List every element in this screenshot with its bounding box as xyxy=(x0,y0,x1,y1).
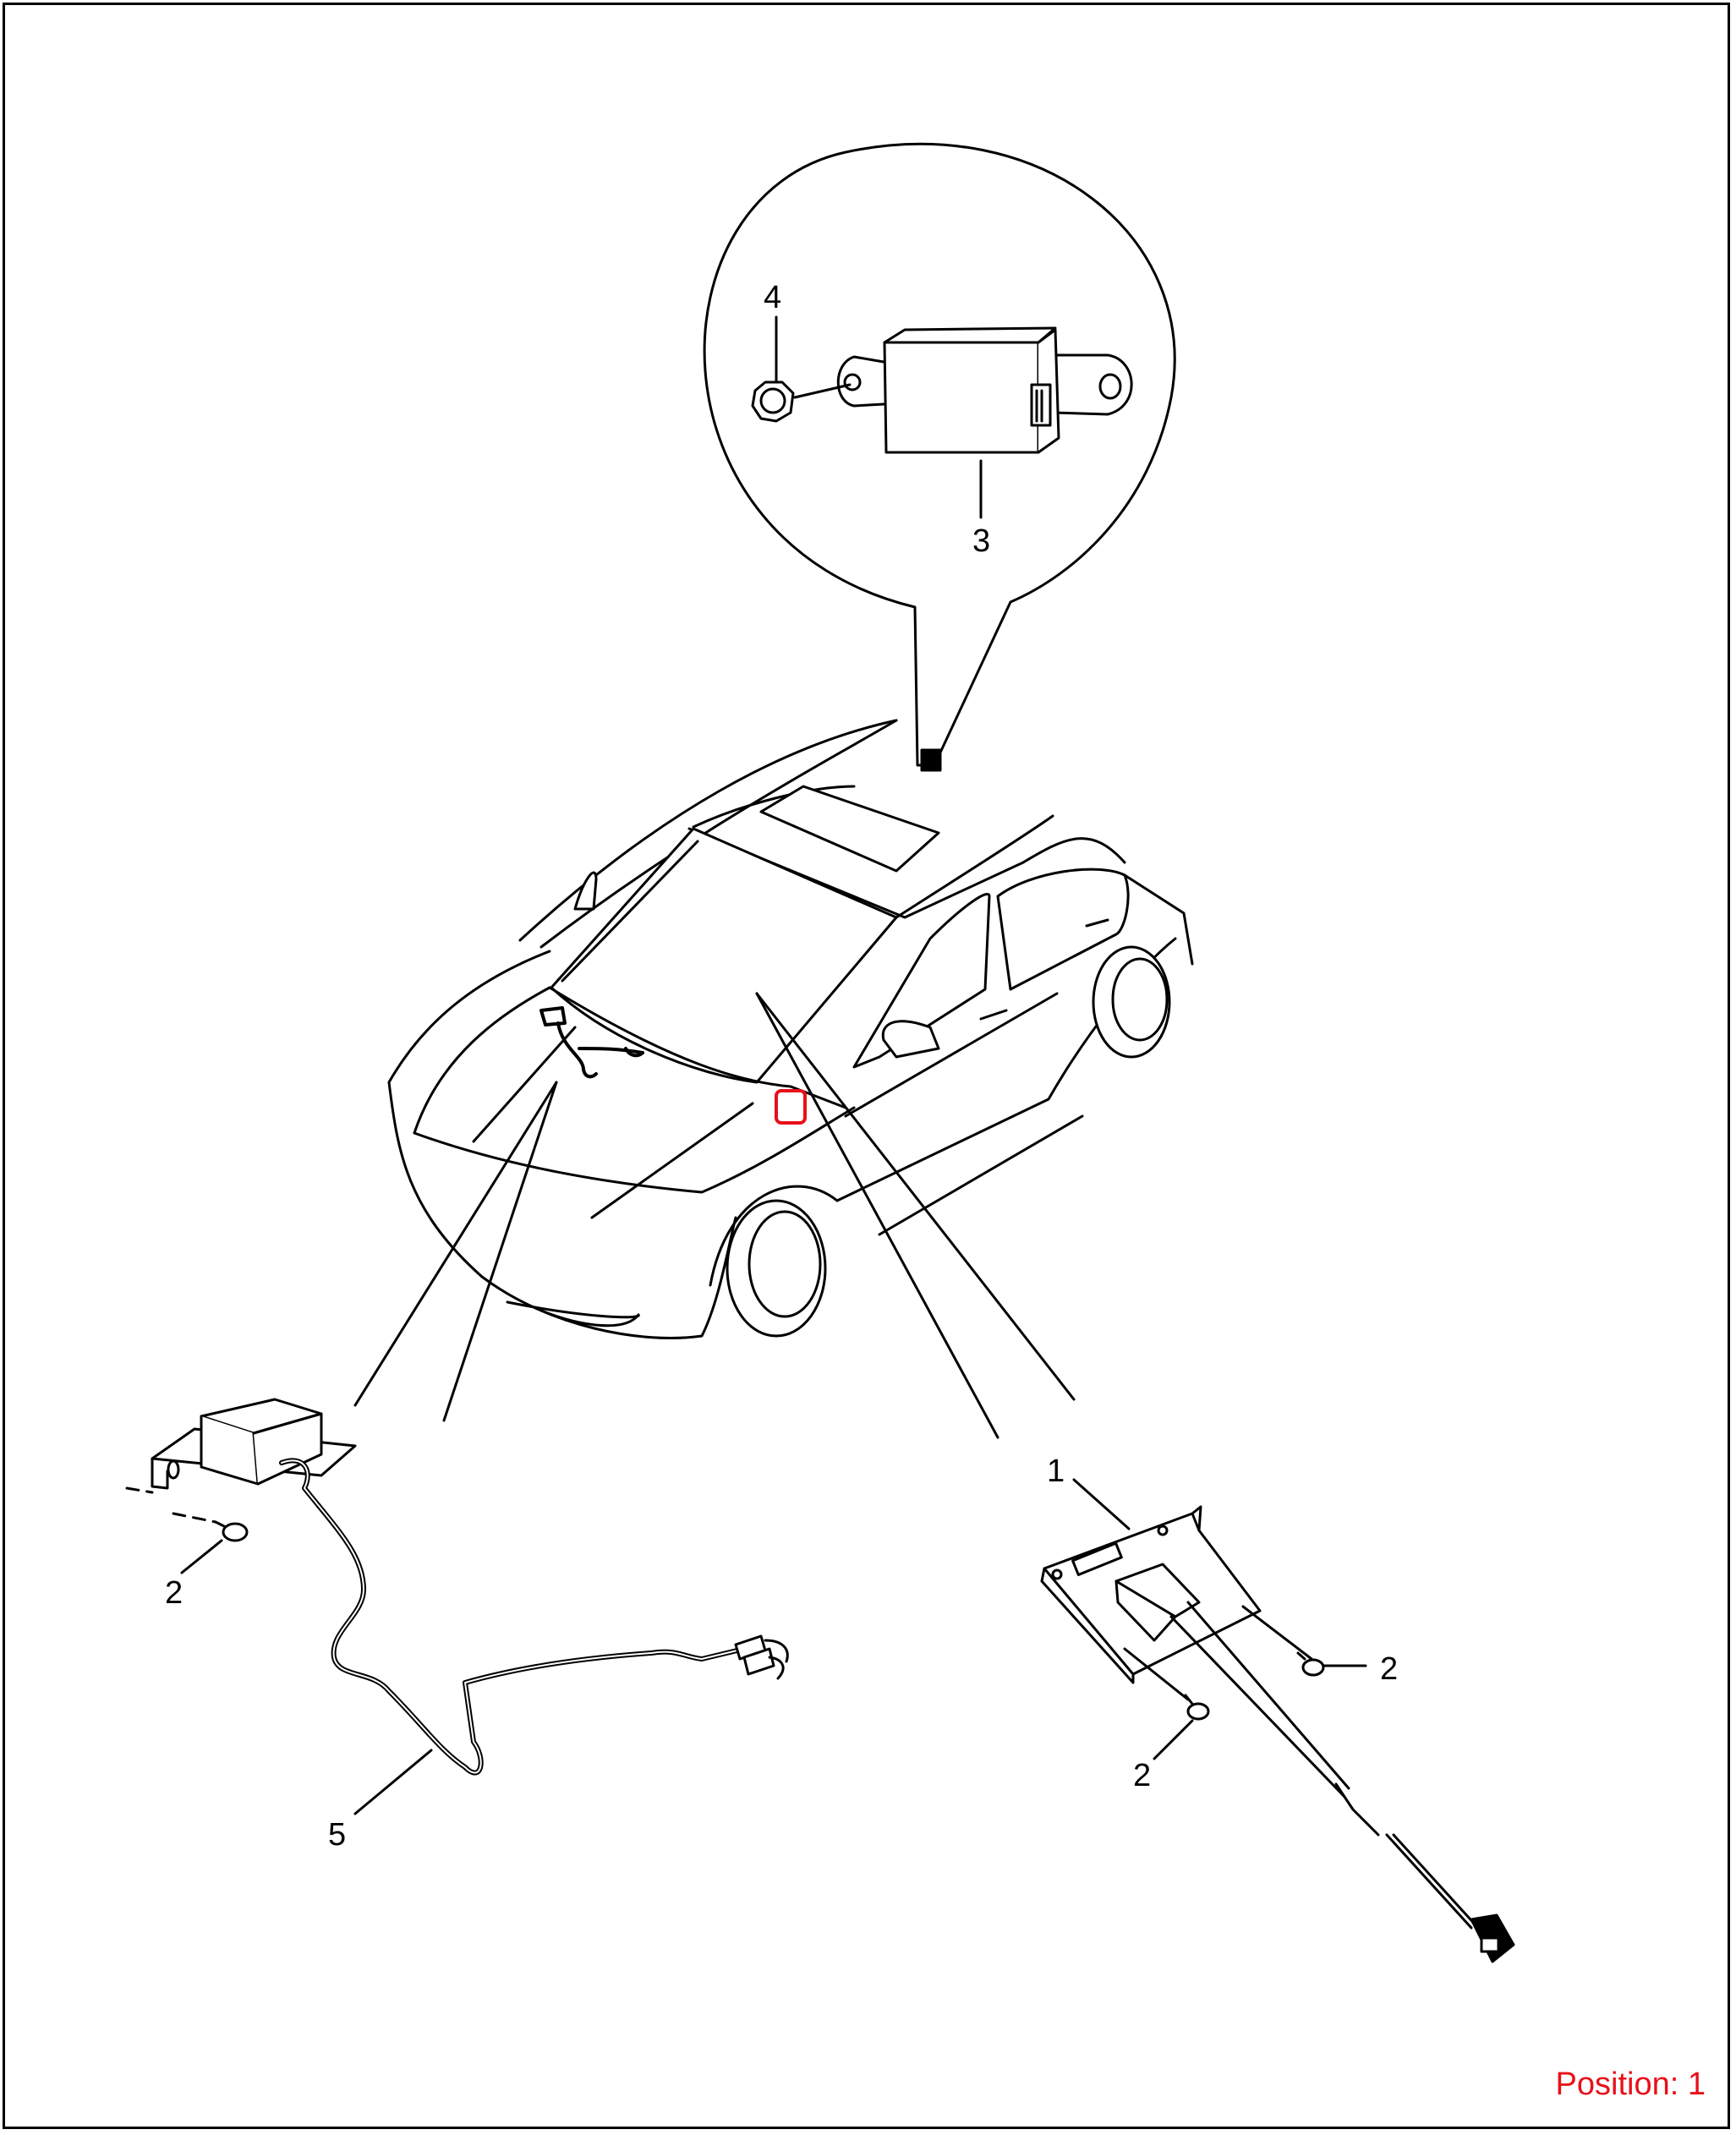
callout-5: 5 xyxy=(328,1817,346,1853)
screw-part-2-lower[interactable] xyxy=(1184,1694,1210,1721)
callout-2-right: 2 xyxy=(1380,1651,1398,1687)
antenna-bracket-part-1[interactable] xyxy=(1040,1505,1515,1963)
screw-part-2-right[interactable] xyxy=(1296,1651,1325,1677)
callout-4: 4 xyxy=(764,280,781,315)
screw-part-2-left[interactable] xyxy=(214,1520,249,1542)
vehicle-outline xyxy=(387,719,1194,1339)
leader-2-left xyxy=(180,1539,223,1574)
fastener-path-left-upper xyxy=(125,1486,154,1494)
callout-1: 1 xyxy=(1047,1453,1065,1489)
callout-2-lower: 2 xyxy=(1133,1758,1151,1793)
harness-location-sketch xyxy=(539,1006,644,1079)
position-label: Position: 1 xyxy=(1555,2067,1706,2102)
fastener-path-left xyxy=(172,1512,217,1524)
detail-callout-bubble xyxy=(703,142,1176,772)
module-part-3[interactable] xyxy=(836,326,1133,454)
callout-3: 3 xyxy=(972,523,990,559)
callout-2-left: 2 xyxy=(165,1575,183,1611)
leader-cones xyxy=(353,992,1076,1439)
leader-5 xyxy=(353,1749,433,1815)
module-harness-part-5[interactable] xyxy=(151,1398,789,1776)
diagram-frame xyxy=(3,3,1730,2129)
leader-2-lower xyxy=(1153,1719,1194,1760)
bolt-part-4[interactable] xyxy=(751,380,852,423)
module-location-marker xyxy=(920,748,942,772)
highlight-marker xyxy=(775,1089,807,1125)
leader-1 xyxy=(1072,1478,1131,1530)
